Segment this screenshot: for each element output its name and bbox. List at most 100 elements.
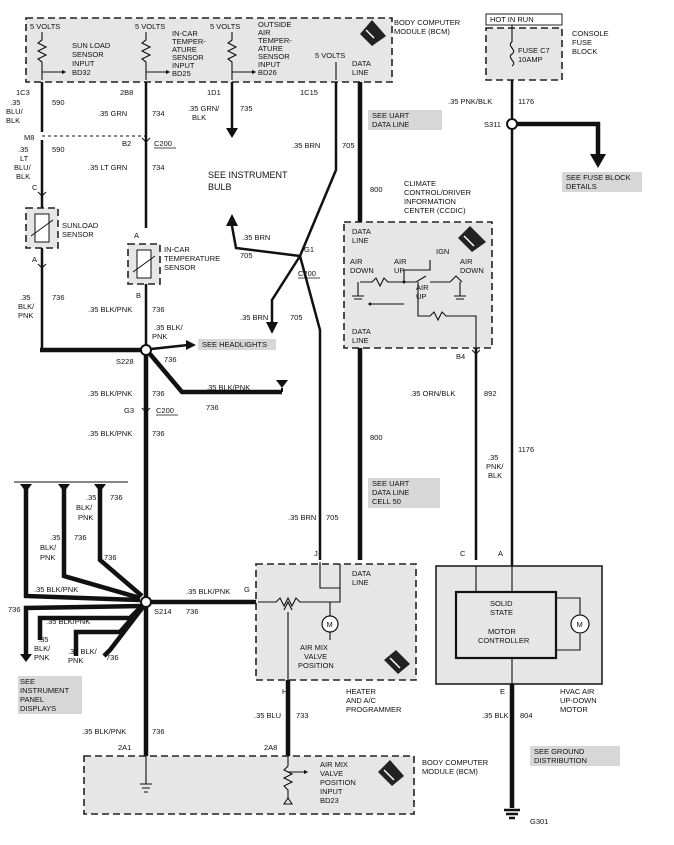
- w-blkpnk5: .35 BLK/PNK: [88, 429, 132, 438]
- c705c: 705: [290, 313, 303, 322]
- left-w6: .35 BLK/PNK: [46, 617, 90, 626]
- left-c736: 736: [186, 607, 199, 616]
- s214-label: S214: [154, 607, 172, 616]
- left-w8-3: PNK: [34, 653, 49, 662]
- fuse-10amp: 10AMP: [518, 55, 543, 64]
- motor-label-1: HVAC AIR: [560, 687, 595, 696]
- w590b-2: LT: [20, 154, 29, 163]
- pin-g3: G3: [124, 406, 134, 415]
- see-headlights: SEE HEADLIGHTS: [202, 340, 267, 349]
- motor-solid-2: STATE: [490, 608, 513, 617]
- left-w2-4: 736: [74, 533, 87, 542]
- prog-label-2: AND A/C: [346, 696, 377, 705]
- motor-label-2: UP-DOWN: [560, 696, 597, 705]
- pin-c: C: [32, 183, 38, 192]
- ccdic-dataline2-1: DATA: [352, 327, 371, 336]
- ccdic-airup1-1: AIR: [394, 257, 407, 266]
- w736a-1: .35: [20, 293, 30, 302]
- c705b: 705: [240, 251, 253, 260]
- see-uart2-3: CELL 50: [372, 497, 401, 506]
- see-bulb-1: SEE INSTRUMENT: [208, 170, 288, 180]
- splice-s228: [140, 344, 152, 356]
- w-ltgrn: .35 LT GRN: [88, 163, 127, 172]
- w590a-3: BLK: [6, 116, 20, 125]
- w590a-4: 590: [52, 98, 65, 107]
- bcm-bot-title-1: BODY COMPUTER: [422, 758, 489, 767]
- see-panel-1: SEE: [20, 677, 35, 686]
- bcm-top-title-1: BODY COMPUTER: [394, 18, 461, 27]
- c736e: 736: [152, 389, 165, 398]
- console-label-1: CONSOLE: [572, 29, 609, 38]
- w-grn: .35 GRN: [98, 109, 127, 118]
- hvac-motor-icon: [570, 614, 590, 634]
- c736f: 736: [152, 429, 165, 438]
- left-w2-2: BLK/: [40, 543, 57, 552]
- pin-1c3: 1C3: [16, 88, 30, 97]
- c705: 705: [342, 141, 355, 150]
- w-grnblk-2: BLK: [192, 113, 206, 122]
- c1176a: 1176: [518, 97, 534, 106]
- w736a-2: BLK/: [18, 302, 35, 311]
- outside-input-6: INPUT: [258, 60, 281, 69]
- w-blkpnk2b: PNK: [152, 332, 167, 341]
- ccdic-airdown2-1: AIR: [460, 257, 473, 266]
- pin-2b8: 2B8: [120, 88, 133, 97]
- pin-a-sun: A: [32, 255, 37, 264]
- instrument-arrow-icon: [226, 128, 238, 138]
- left-w9: .35 BLK/PNK: [82, 727, 126, 736]
- prog-airmix-2: VALVE: [304, 652, 327, 661]
- w590b-1: .35: [18, 145, 28, 154]
- motor-pin-e: E: [500, 687, 505, 696]
- svg-text:M: M: [327, 620, 333, 629]
- bcm-5v-1: 5 VOLTS: [30, 22, 60, 31]
- bcm-5v-3: 5 VOLTS: [210, 22, 240, 31]
- bcm-bot-airmix-1: AIR MIX: [320, 760, 348, 769]
- motor-solid-1: SOLID: [490, 599, 513, 608]
- console-fuse-block: HOT IN RUN FUSE C7 10AMP CONSOLE FUSE BL…: [485, 13, 609, 81]
- incar-label-2: TEMPERATURE: [164, 254, 220, 263]
- splice-s214: [140, 596, 152, 608]
- c736c: 736: [164, 355, 177, 364]
- pin-1c15: 1C15: [300, 88, 318, 97]
- incar-input-3: ATURE: [172, 45, 197, 54]
- motor-ctrl-2: CONTROLLER: [478, 636, 530, 645]
- sunload-label-1: SUNLOAD: [62, 221, 99, 230]
- w736a-4: 736: [52, 293, 65, 302]
- w-grnblk-1: .35 GRN/: [188, 104, 220, 113]
- bcm-bot-airmix-2: VALVE: [320, 769, 343, 778]
- console-label-2: FUSE: [572, 38, 592, 47]
- c705d: 705: [326, 513, 339, 522]
- see-panel-3: PANEL: [20, 695, 44, 704]
- bcm-5v-4: 5 VOLTS: [315, 51, 345, 60]
- sunload-input-3: INPUT: [72, 59, 95, 68]
- left-c736d: 736: [152, 727, 165, 736]
- left-w1-2: BLK/: [76, 503, 93, 512]
- ground-icon: [504, 808, 520, 820]
- bcm-bot-airmix-5: BD23: [320, 796, 339, 805]
- svg-text:M: M: [577, 620, 583, 629]
- ccdic-airdown1-1: AIR: [350, 257, 363, 266]
- hvac-motor: C A E SOLID STATE MOTOR CONTROLLER M HVA…: [435, 549, 603, 714]
- w590a-2: BLU/: [6, 107, 24, 116]
- outside-input-5: SENSOR: [258, 52, 290, 61]
- w590a-1: .35: [10, 98, 20, 107]
- motor-label-3: MOTOR: [560, 705, 588, 714]
- outside-input-3: TEMPER-: [258, 36, 292, 45]
- outside-input-2: AIR: [258, 28, 271, 37]
- g301: G301: [530, 817, 548, 826]
- bcm-dataline-2: LINE: [352, 68, 369, 77]
- pin-b2: B2: [122, 139, 131, 148]
- ccdic-title-1: CLIMATE: [404, 179, 436, 188]
- outside-input-7: BD26: [258, 68, 277, 77]
- w-brn2: .35 BRN: [242, 233, 270, 242]
- bcm-bot-airmix-4: INPUT: [320, 787, 343, 796]
- console-label-3: BLOCK: [572, 47, 597, 56]
- left-harness: .35 BLK/ PNK 736 .35 BLK/ PNK 736 736 .3…: [14, 481, 144, 603]
- w-pnkblk: .35 PNK/BLK: [448, 97, 492, 106]
- prog-pin-h: H: [282, 687, 287, 696]
- headlights-arrow-icon: [186, 340, 196, 350]
- c200-a: C200: [154, 139, 172, 148]
- splice-s311: [506, 118, 518, 130]
- bcm-bottom-module: AIR MIX VALVE POSITION INPUT BD23 BODY C…: [83, 755, 489, 815]
